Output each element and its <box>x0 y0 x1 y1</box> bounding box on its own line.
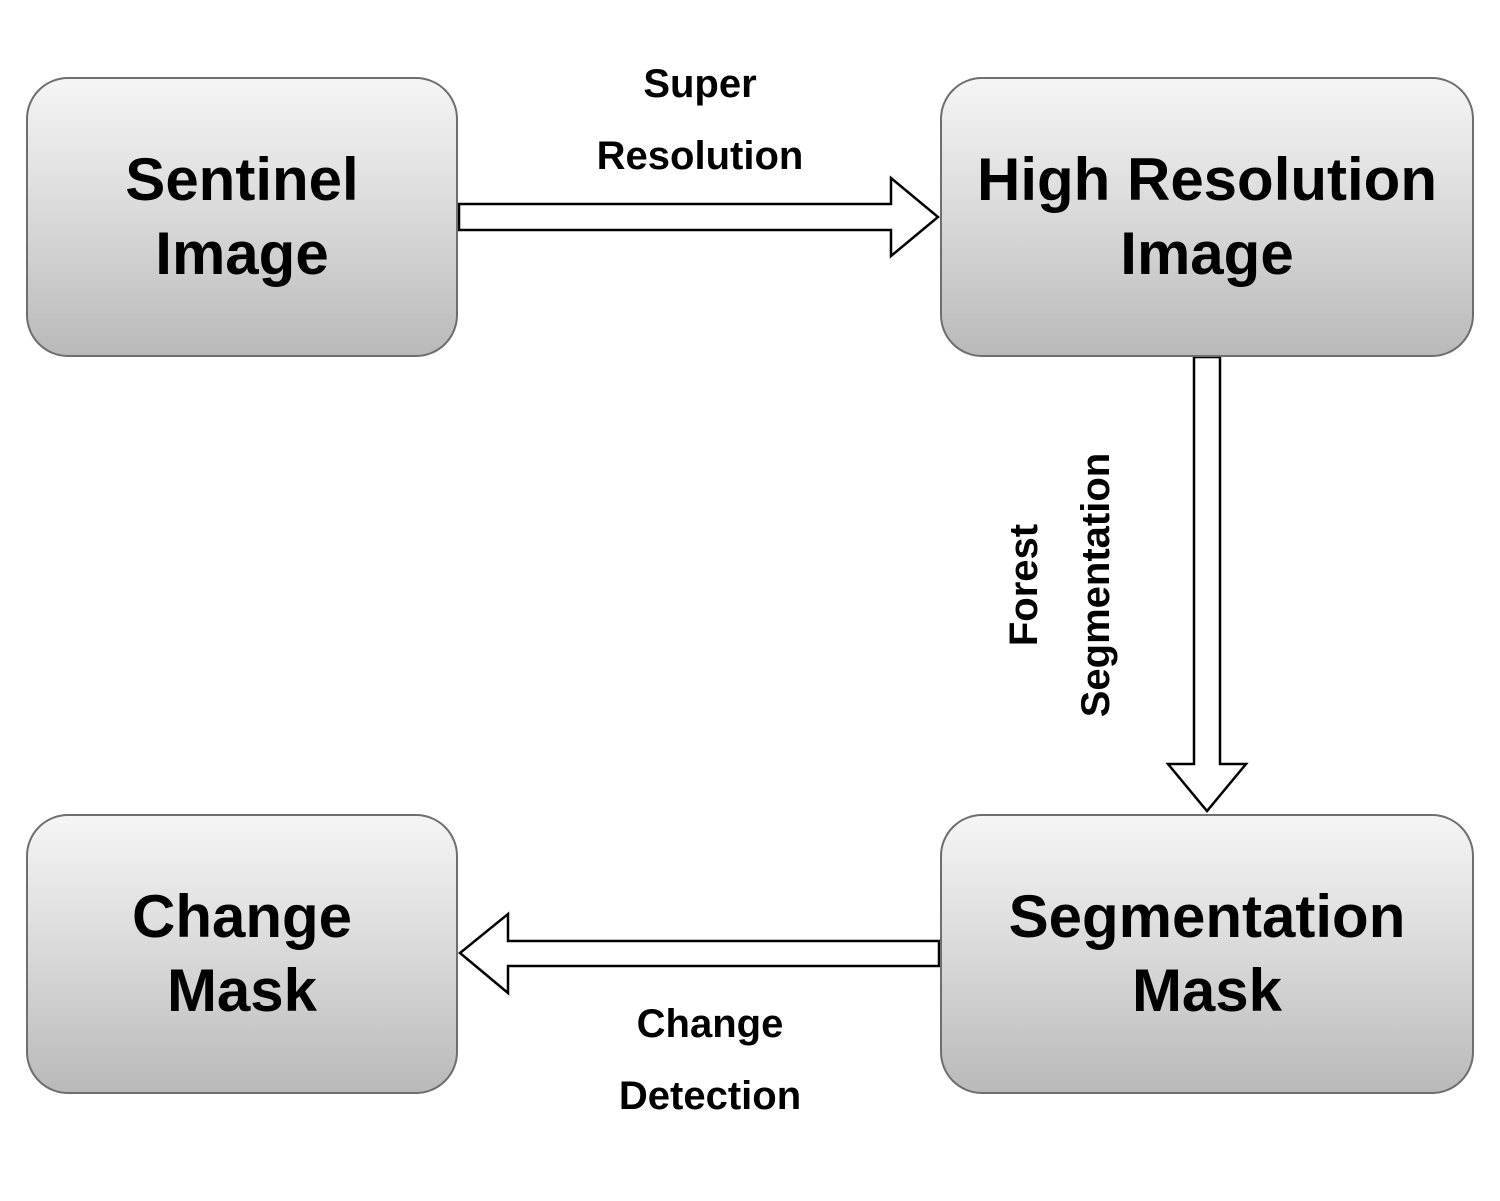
node-high-resolution-image: High Resolution Image <box>940 77 1474 357</box>
node-sentinel-image: Sentinel Image <box>26 77 458 357</box>
edge-label-line: Forest <box>1002 523 1046 647</box>
node-label-line: Mask <box>1131 957 1283 1024</box>
node-label-line: Image <box>1120 220 1294 287</box>
node-label-line: Mask <box>166 957 318 1024</box>
node-label-line: Segmentation <box>1008 883 1406 950</box>
edge-label-line: Resolution <box>596 134 804 178</box>
node-segmentation-mask: Segmentation Mask <box>940 814 1474 1094</box>
node-label-line: Image <box>155 220 329 287</box>
edge-label-forest-segmentation: Forest Segmentation <box>988 425 1132 745</box>
edge-label-super-resolution: Super Resolution <box>560 48 840 192</box>
edge-label-line: Detection <box>618 1074 802 1118</box>
edge-label-line: Change <box>636 1002 784 1046</box>
arrow-change-detection <box>458 911 941 996</box>
edge-label-change-detection: Change Detection <box>570 988 850 1132</box>
node-label-line: High Resolution <box>977 146 1437 213</box>
arrow-super-resolution <box>457 175 940 259</box>
node-change-mask: Change Mask <box>26 814 458 1094</box>
arrow-forest-segmentation <box>1165 355 1249 813</box>
node-label-line: Change <box>131 883 353 950</box>
edge-label-line: Segmentation <box>1074 452 1118 718</box>
node-label-line: Sentinel <box>125 146 359 213</box>
edge-label-line: Super <box>643 62 757 106</box>
